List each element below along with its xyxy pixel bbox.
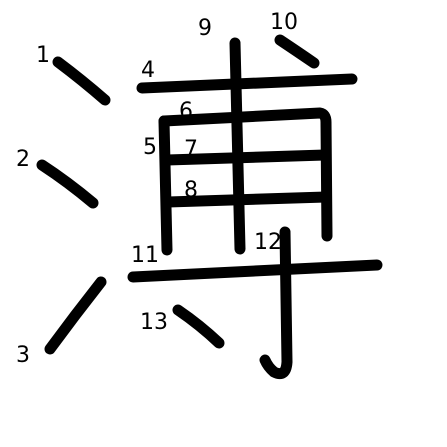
stroke-6 (158, 107, 333, 242)
stroke-number-13: 13 (140, 310, 168, 335)
stroke-5 (158, 115, 173, 256)
stroke-number-3: 3 (16, 343, 30, 368)
stroke-13 (172, 304, 225, 349)
stroke-number-5: 5 (143, 135, 157, 160)
stroke-3 (44, 276, 107, 355)
stroke-7 (161, 149, 331, 166)
stroke-12 (259, 226, 293, 380)
stroke-number-1: 1 (36, 43, 50, 68)
stroke-8 (162, 191, 332, 208)
stroke-number-12: 12 (254, 230, 282, 255)
stroke-number-8: 8 (184, 178, 198, 203)
stroke-number-7: 7 (184, 137, 198, 162)
stroke-number-9: 9 (198, 16, 212, 41)
stroke-number-4: 4 (141, 58, 155, 83)
stroke-number-2: 2 (16, 147, 30, 172)
stroke-2 (36, 159, 99, 209)
stroke-1 (52, 56, 111, 106)
stroke-10 (274, 34, 320, 69)
stroke-number-10: 10 (270, 10, 298, 35)
stroke-11 (127, 259, 383, 283)
stroke-number-6: 6 (179, 99, 193, 124)
stroke-number-11: 11 (131, 243, 159, 268)
stroke-4 (136, 73, 358, 94)
stroke-9 (229, 37, 246, 255)
